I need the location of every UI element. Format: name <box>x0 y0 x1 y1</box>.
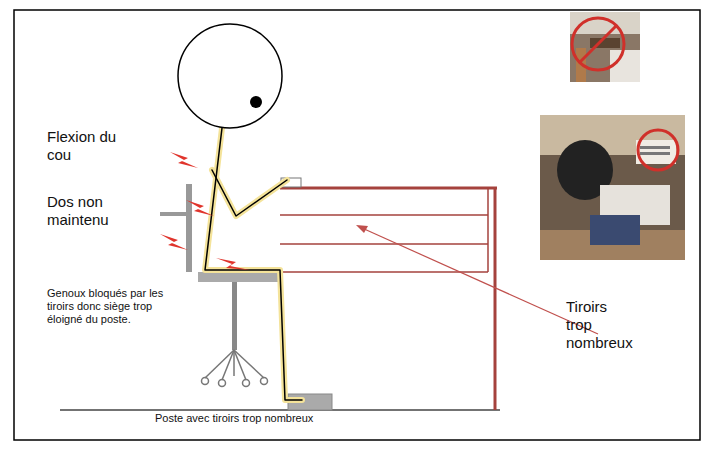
photo <box>570 12 640 82</box>
photo <box>540 115 685 260</box>
note-text: Genoux bloqués par les tiroirs donc sièg… <box>47 287 182 327</box>
chair <box>160 184 280 387</box>
callout-label: Tiroirs trop nombreux <box>566 298 636 352</box>
caption-text: Poste avec tiroirs trop nombreux <box>155 412 415 425</box>
stick-figure <box>178 24 302 400</box>
callout-label: Flexion du cou <box>47 128 127 164</box>
floor-line <box>60 409 500 411</box>
arrow-head <box>356 225 368 233</box>
callout-label: Dos non maintenu <box>47 193 142 229</box>
outer-frame <box>14 10 700 440</box>
pain-bolt <box>160 152 250 270</box>
desk <box>280 188 497 410</box>
